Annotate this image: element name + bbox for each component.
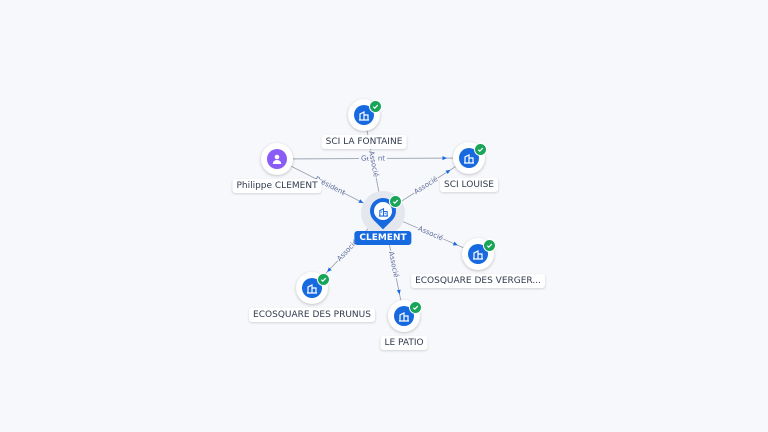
building-icon xyxy=(394,306,414,326)
edge-arrow xyxy=(396,289,401,295)
verified-check-icon xyxy=(474,143,487,156)
building-icon xyxy=(302,278,322,298)
verified-check-icon xyxy=(409,301,422,314)
edge-label-background xyxy=(411,173,440,197)
edge-label-background xyxy=(315,175,345,196)
person-icon xyxy=(267,149,287,169)
building-icon xyxy=(459,148,479,168)
edge-label-background xyxy=(366,149,382,179)
node-label: ECOSQUARE DES PRUNUS xyxy=(249,308,375,322)
edge-label: Associé xyxy=(417,225,444,243)
node-label: LE PATIO xyxy=(380,336,428,350)
edge-label-background xyxy=(416,223,446,243)
center-node-label: CLEMENT xyxy=(354,231,412,245)
verified-check-icon xyxy=(389,195,402,208)
verified-check-icon xyxy=(369,100,382,113)
edge-label-background xyxy=(334,236,361,264)
edge-label: Associé xyxy=(387,251,400,279)
node-label: Philippe CLEMENT xyxy=(232,179,322,193)
verified-check-icon xyxy=(317,273,330,286)
edge-label-background xyxy=(386,249,402,280)
building-icon xyxy=(374,202,392,220)
verified-check-icon xyxy=(483,239,496,252)
edge-arrow xyxy=(442,156,448,161)
edge-arrow xyxy=(452,241,458,246)
edge-arrow xyxy=(445,169,451,174)
building-icon xyxy=(468,244,488,264)
edge-label: Associé xyxy=(413,175,440,196)
building-icon xyxy=(354,105,374,125)
node-label: ECOSQUARE DES VERGER... xyxy=(411,274,545,288)
node-label: SCI LA FONTAINE xyxy=(321,135,407,149)
node-label: SCI LOUISE xyxy=(440,178,498,192)
edge-arrow xyxy=(327,267,332,273)
edge-arrow xyxy=(358,199,364,204)
